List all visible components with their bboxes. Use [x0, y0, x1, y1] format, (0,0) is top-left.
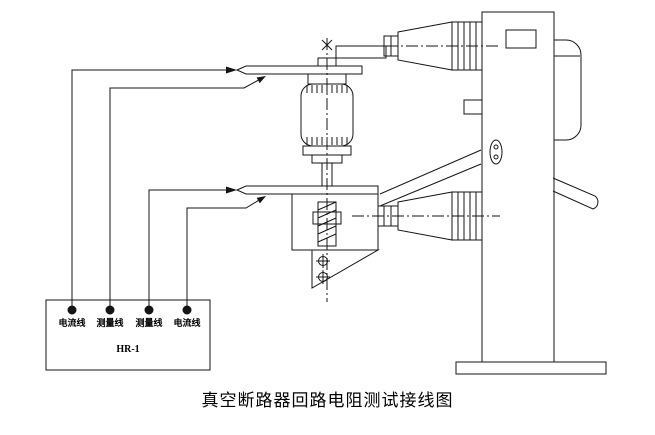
gusset-plate [311, 249, 380, 289]
terminal-label-current-1: 电流线 [58, 318, 86, 328]
terminal-dot [144, 305, 154, 315]
terminal-label-measure-1: 测量线 [96, 318, 124, 328]
diagram-caption: 真空断路器回路电阻测试接线图 [201, 391, 454, 410]
nut [312, 211, 342, 225]
upper-contact-arm [235, 65, 363, 75]
upper-connector-bar [335, 45, 387, 59]
frame-fitting [463, 99, 483, 115]
instrument-outline [45, 299, 211, 371]
keyhole-plate [489, 139, 503, 165]
operating-handle [552, 177, 599, 210]
support-strut [379, 163, 482, 207]
arrowhead [226, 186, 237, 194]
terminal-dot [182, 305, 192, 315]
lower-bracket [235, 185, 384, 289]
instrument-model-label: HR-1 [116, 344, 140, 355]
current-lead-bottom [186, 200, 259, 306]
terminal-dot [105, 305, 115, 315]
measure-lead-top [109, 79, 259, 306]
instrument-box [45, 299, 211, 371]
test-leads [71, 66, 266, 306]
base-plate [455, 361, 607, 375]
terminal-label-measure-2: 测量线 [135, 318, 163, 328]
terminal-dot [67, 305, 77, 315]
support-strut [379, 149, 482, 195]
vacuum-interrupter [235, 38, 387, 302]
lower-contact-arm [235, 185, 379, 195]
side-attachment [554, 39, 582, 141]
breaker-frame [455, 11, 607, 375]
measure-lead-bottom [148, 189, 226, 306]
arrowhead [256, 196, 266, 204]
arrowhead [226, 66, 237, 74]
arrowhead [256, 76, 266, 84]
bottom-bushing [352, 149, 500, 241]
nameplate [505, 29, 537, 49]
terminal-label-current-2: 电流线 [173, 318, 201, 328]
current-lead-top [71, 69, 226, 306]
